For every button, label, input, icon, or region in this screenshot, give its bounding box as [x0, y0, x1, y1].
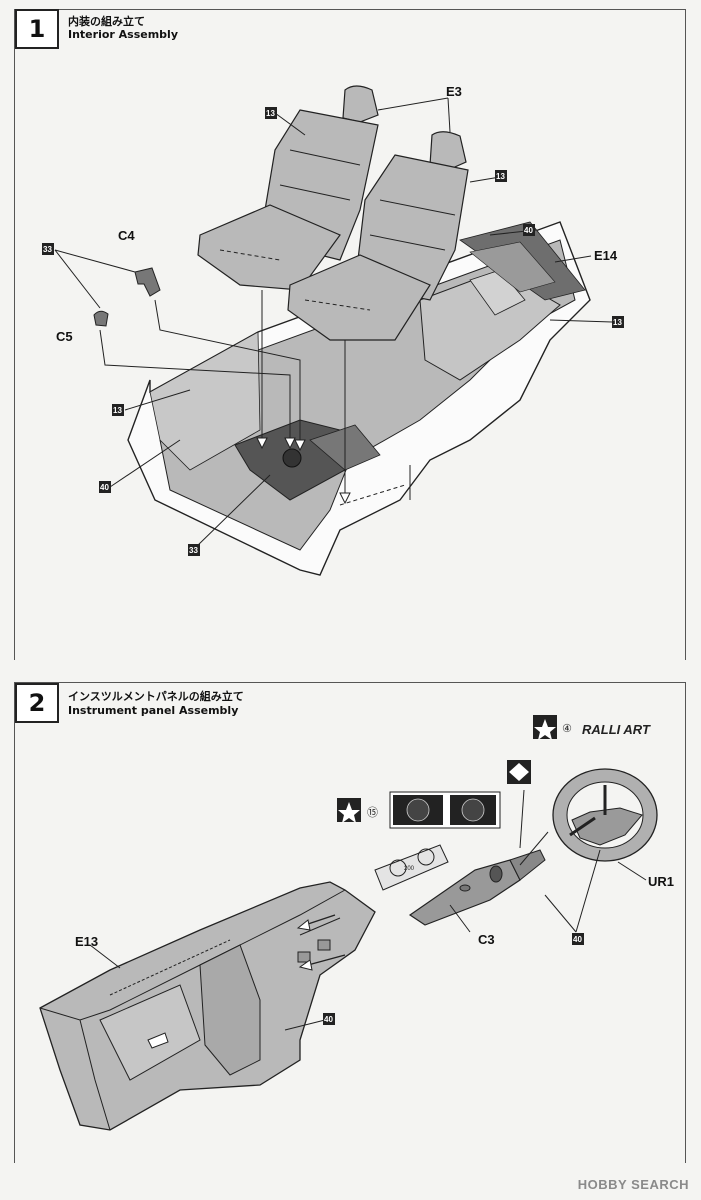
steering-wheel-ur1: [552, 768, 658, 862]
decal-number-4: ④: [562, 722, 572, 735]
step2-frame: [14, 682, 686, 1163]
color-code-13-b: 13: [495, 170, 507, 182]
label-c4: C4: [118, 228, 135, 243]
color-code-33-a: 33: [42, 243, 54, 255]
hobby-search-watermark: HOBBY SEARCH: [577, 1177, 689, 1192]
svg-text:40: 40: [524, 226, 533, 235]
seat-right: [287, 131, 469, 341]
gauge-decal: [389, 791, 501, 829]
step2-title-en: Instrument panel Assembly: [68, 704, 239, 717]
steering-column-c3: [408, 849, 546, 926]
step1-title-jp: 内装の組み立て: [68, 15, 145, 28]
shift-knob-c5: [93, 310, 109, 327]
step1-number: 1: [15, 9, 59, 49]
step1-title-en: Interior Assembly: [68, 28, 178, 41]
label-e13: E13: [75, 934, 98, 949]
color-code-33-b: 33: [188, 544, 200, 556]
label-e3: E3: [446, 84, 462, 99]
svg-text:40: 40: [573, 935, 582, 944]
svg-text:13: 13: [496, 172, 505, 181]
dashboard-e13: [39, 881, 376, 1131]
color-code-40-b: 40: [99, 481, 111, 493]
step2-title-jp: インスツルメントパネルの組み立て: [68, 690, 244, 703]
svg-text:13: 13: [266, 109, 275, 118]
step1-frame: [14, 9, 686, 660]
svg-text:13: 13: [613, 318, 622, 327]
seat-left: [197, 85, 379, 291]
step2-number: 2: [15, 683, 59, 723]
color-code-13-c: 13: [612, 316, 624, 328]
label-c5: C5: [56, 329, 73, 344]
color-code-13-a: 13: [265, 107, 277, 119]
shift-boot-c4: [134, 267, 161, 297]
label-ur1: UR1: [648, 874, 674, 889]
star-icon: [337, 798, 361, 823]
label-e14: E14: [594, 248, 618, 263]
diamond-icon: [507, 760, 531, 784]
meter-label: 200: [404, 866, 415, 872]
star-icon: [533, 715, 557, 740]
ralliart-logo: RALLI ART: [582, 722, 651, 737]
svg-text:13: 13: [113, 406, 122, 415]
decal-number-15: ⑮: [367, 806, 378, 819]
color-code-13-d: 13: [112, 404, 124, 416]
svg-text:40: 40: [100, 483, 109, 492]
svg-text:33: 33: [43, 245, 52, 254]
svg-text:33: 33: [189, 546, 198, 555]
meter-plate: 200: [374, 844, 449, 891]
label-c3: C3: [478, 932, 495, 947]
color-code-40-c: 40: [572, 933, 584, 945]
color-code-40-a: 40: [523, 224, 535, 236]
svg-text:40: 40: [324, 1015, 333, 1024]
color-code-40-d: 40: [323, 1013, 335, 1025]
